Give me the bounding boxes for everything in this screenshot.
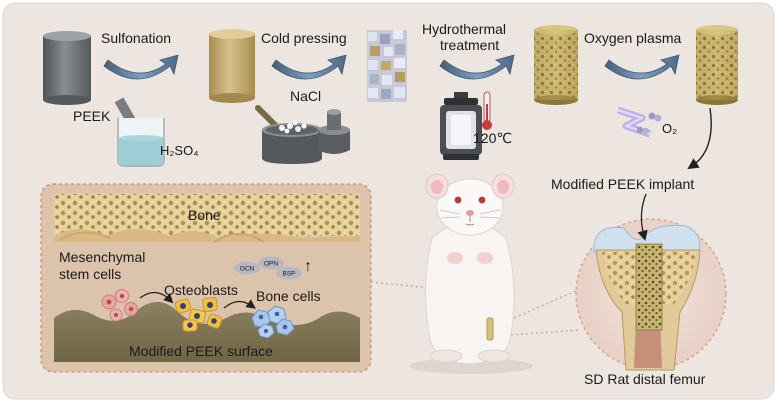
autoclave-icon (440, 92, 482, 160)
oxygen-molecule-icon (636, 112, 662, 135)
process-arrow-2 (271, 54, 347, 80)
implant-label: Modified PEEK implant (551, 176, 694, 192)
femur-label: SD Rat distal femur (584, 371, 706, 387)
marker-bsp: BSP (276, 266, 302, 280)
peek-surface-shape (54, 301, 360, 362)
nacl-embedded-cylinder (367, 30, 407, 102)
modified-peek-cylinder (696, 25, 738, 105)
upregulation-arrow: ↑ (304, 258, 312, 275)
mesenchymal-stem-cells (101, 289, 138, 322)
step-hydrothermal-label-line1: Hydrothermal (422, 21, 506, 37)
osteoblast-cells (174, 296, 223, 332)
step-sulfonation-label: Sulfonation (101, 30, 171, 46)
sulfonated-cylinder (209, 29, 255, 103)
msc-label-line1: Mesenchymal (59, 249, 145, 265)
peek-cylinder (43, 31, 91, 105)
marker-ocn: OCN (234, 261, 260, 275)
process-arrow-3 (439, 54, 515, 80)
step-cold-pressing-label: Cold pressing (261, 30, 347, 46)
msc-label-line2: stem cells (59, 266, 121, 282)
peek-label: PEEK (73, 108, 111, 124)
arrow-to-implant (687, 107, 712, 170)
h2so4-label: H₂SO₄ (160, 143, 199, 158)
step-hydrothermal-label-line2: treatment (440, 37, 499, 53)
marker-opn: OPN (258, 256, 284, 270)
rat-illustration (409, 173, 533, 374)
temperature-label: 120℃ (473, 130, 512, 146)
bone-cells-cluster (251, 305, 295, 339)
step-oxygen-plasma-label: Oxygen plasma (584, 30, 681, 46)
arrow-osteoblast-to-bonecell (223, 299, 256, 309)
connector-inset-rat (370, 281, 453, 291)
svg-text:OPN: OPN (264, 261, 278, 268)
svg-text:OCN: OCN (240, 266, 255, 273)
arrow-implant-to-femur (637, 193, 648, 242)
process-arrow-1 (103, 54, 179, 80)
bone-cells-label: Bone cells (256, 288, 321, 304)
bone-band (54, 229, 360, 242)
o2-label: O₂ (662, 121, 677, 136)
peek-surface-label: Modified PEEK surface (129, 343, 273, 359)
thermometer-icon (482, 91, 492, 130)
plunger-icon (318, 109, 350, 154)
process-arrow-4 (604, 54, 680, 80)
beaker-icon (117, 118, 165, 167)
femur-zoom-circle (575, 218, 727, 371)
nacl-label: NaCl (290, 88, 321, 104)
svg-text:BSP: BSP (282, 271, 295, 278)
bone-label: Bone (188, 207, 221, 223)
press-mold-icon (255, 105, 322, 164)
arrow-msc-to-osteoblast (139, 291, 174, 304)
osteoblasts-label: Osteoblasts (164, 282, 238, 298)
porous-cylinder (534, 25, 578, 105)
